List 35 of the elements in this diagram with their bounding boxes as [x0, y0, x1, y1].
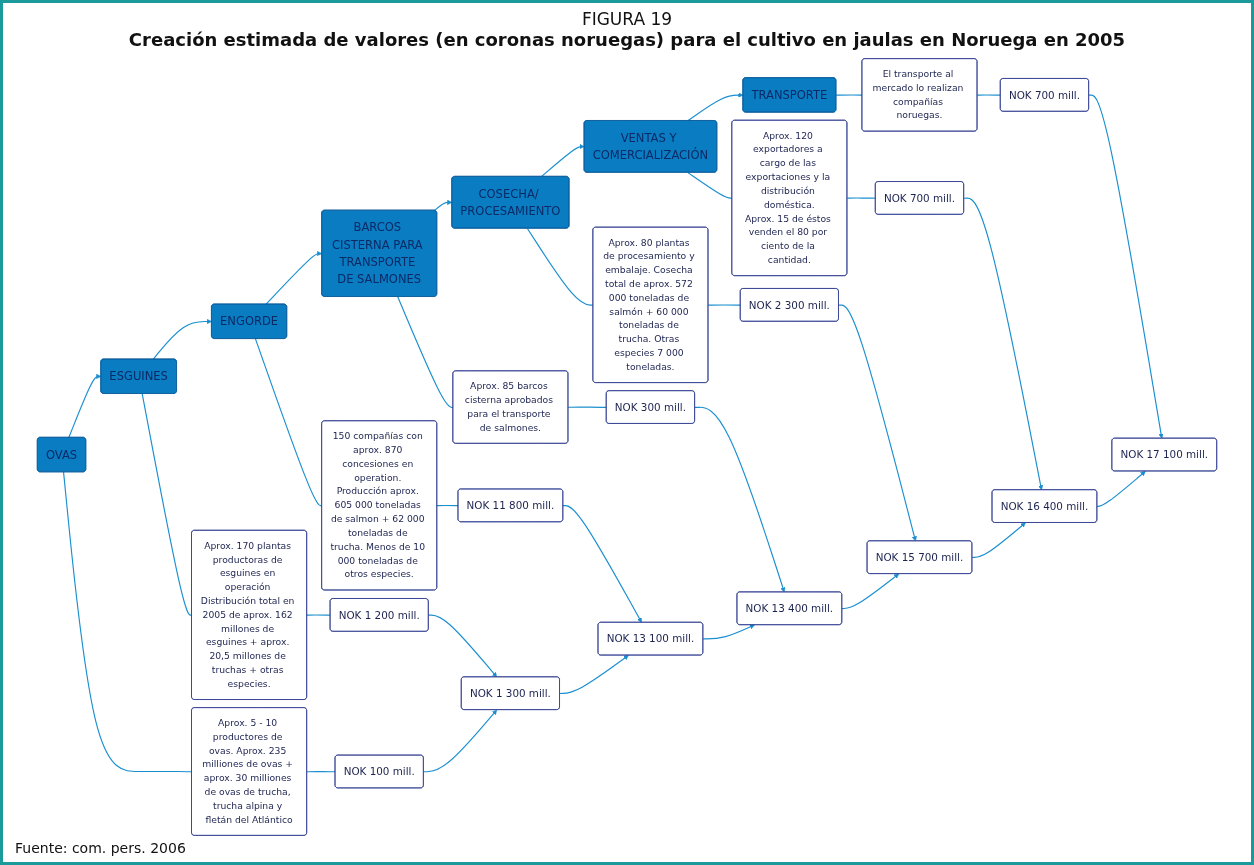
connector [306, 771, 336, 773]
arrow [562, 505, 642, 623]
connector [63, 471, 193, 773]
connector [567, 406, 608, 408]
connector [254, 338, 323, 507]
connector [436, 504, 459, 507]
connector [835, 94, 863, 96]
arrow [428, 614, 498, 678]
diagram-title: Creación estimada de valores (en coronas noruegas) para el cultivo en jaulas en Noruega en 2005 [127, 29, 1127, 50]
connector [397, 296, 454, 408]
arrow [1096, 471, 1146, 507]
arrow [540, 144, 585, 178]
arrow [265, 250, 323, 305]
connector [846, 197, 877, 199]
figure-number: FIGURA 19 [580, 9, 674, 29]
arrow [694, 406, 786, 593]
connector [306, 614, 331, 616]
arrow [963, 197, 1044, 491]
arrow [702, 624, 755, 640]
arrow [838, 304, 917, 542]
arrow [68, 373, 102, 439]
connector [687, 172, 733, 199]
connector [141, 393, 193, 616]
arrow [841, 573, 900, 610]
connector [526, 227, 594, 306]
arrow [1088, 94, 1164, 439]
arrow [152, 319, 212, 360]
connector [976, 94, 1002, 96]
arrow [433, 199, 453, 212]
connector [707, 304, 742, 306]
arrow [559, 655, 629, 695]
arrow [687, 92, 744, 122]
arrow [971, 522, 1026, 559]
source-caption: Fuente: com. pers. 2006 [15, 840, 187, 856]
arrow [423, 709, 498, 773]
